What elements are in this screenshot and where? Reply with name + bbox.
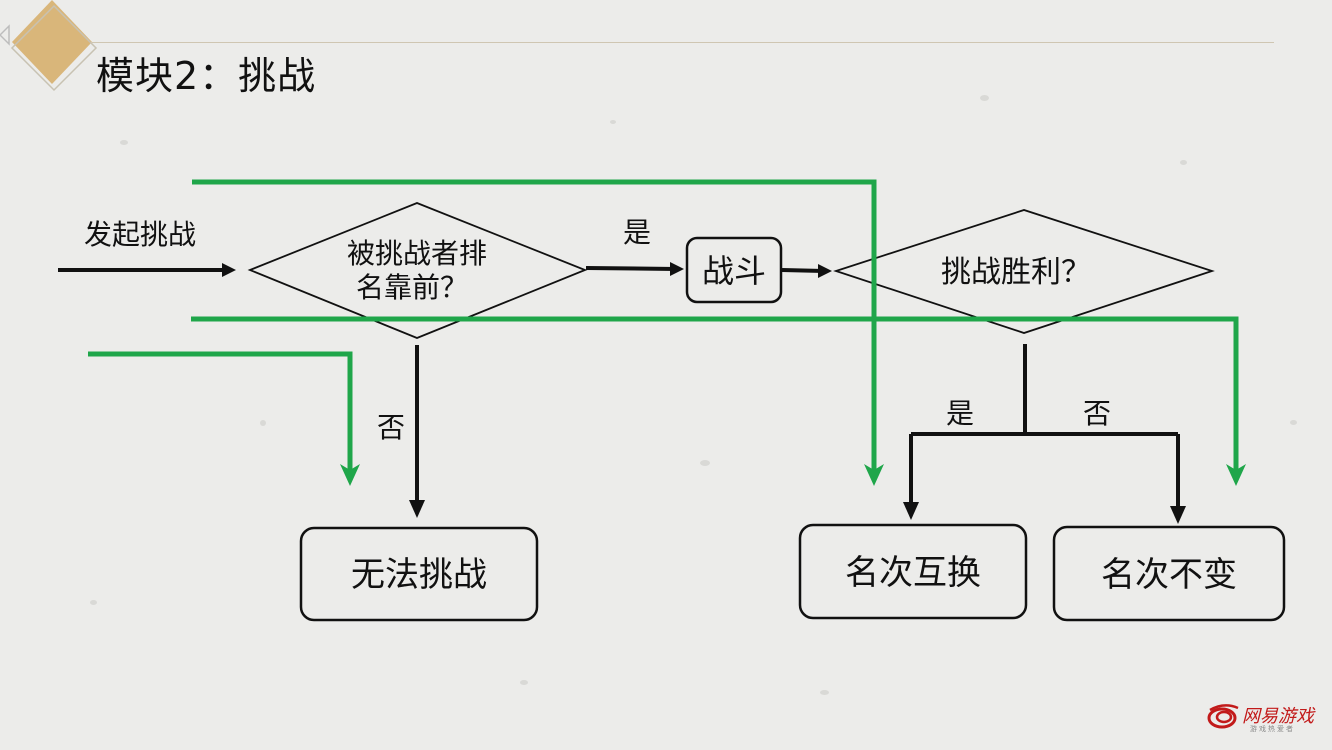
green-path-to-unchanged bbox=[191, 316, 1239, 472]
decision-challenge-win-label: 挑战胜利？ bbox=[941, 255, 1091, 290]
battle-box bbox=[685, 236, 783, 304]
arrowhead-to-decision2 bbox=[818, 264, 832, 278]
rank-unchanged-label: 名次不变 bbox=[1101, 555, 1237, 595]
slide-title: 模块2：挑战 bbox=[96, 54, 317, 98]
decision-rank-ahead-line1: 被挑战者排 bbox=[347, 237, 487, 270]
yes-arrow-to-battle bbox=[585, 266, 677, 271]
no-label-2: 否 bbox=[1083, 397, 1111, 430]
green-path-to-swap bbox=[192, 179, 877, 472]
green-path-to-cannot bbox=[88, 351, 353, 472]
logo-name: 网易游戏 bbox=[1242, 706, 1314, 727]
header-rule bbox=[92, 42, 1274, 43]
green-arrowhead-swap bbox=[864, 464, 884, 486]
green-arrowhead-cannot bbox=[340, 464, 360, 486]
yes-label-2: 是 bbox=[946, 397, 974, 430]
arrow-to-decision2 bbox=[781, 268, 825, 273]
start-arrowhead bbox=[222, 263, 236, 277]
swap-rank-label: 名次互换 bbox=[845, 553, 981, 593]
green-arrowhead-unchanged bbox=[1226, 464, 1246, 486]
logo-tagline: 游戏热爱者 bbox=[1250, 725, 1295, 733]
green-highlight-paths bbox=[88, 179, 1239, 472]
swap-rank-box bbox=[798, 523, 1028, 620]
yes-arrowhead-to-battle bbox=[670, 262, 684, 276]
netease-logo: 网易游戏 游戏热爱者 bbox=[1206, 700, 1318, 736]
cannot-challenge-box bbox=[299, 526, 539, 622]
yes-label-1: 是 bbox=[623, 216, 651, 249]
netease-swirl-icon bbox=[1207, 704, 1239, 729]
decision-rank-ahead-line2: 名靠前？ bbox=[356, 271, 468, 304]
yes-arrowhead-to-swap bbox=[903, 502, 919, 520]
rank-unchanged-box bbox=[1052, 525, 1286, 622]
small-triangle-icon bbox=[0, 24, 10, 46]
start-label: 发起挑战 bbox=[84, 218, 196, 251]
gold-diamond bbox=[12, 0, 92, 84]
outline-diamond bbox=[10, 4, 98, 92]
decision-challenge-win bbox=[833, 209, 1215, 334]
no-label-1: 否 bbox=[377, 411, 405, 444]
no-arrowhead-to-unchanged bbox=[1170, 506, 1186, 524]
cannot-challenge-label: 无法挑战 bbox=[351, 555, 487, 595]
corner-decoration bbox=[0, 0, 98, 92]
decision-rank-ahead bbox=[247, 202, 588, 339]
no-arrowhead-to-cannot bbox=[409, 500, 425, 518]
battle-label: 战斗 bbox=[702, 252, 766, 290]
